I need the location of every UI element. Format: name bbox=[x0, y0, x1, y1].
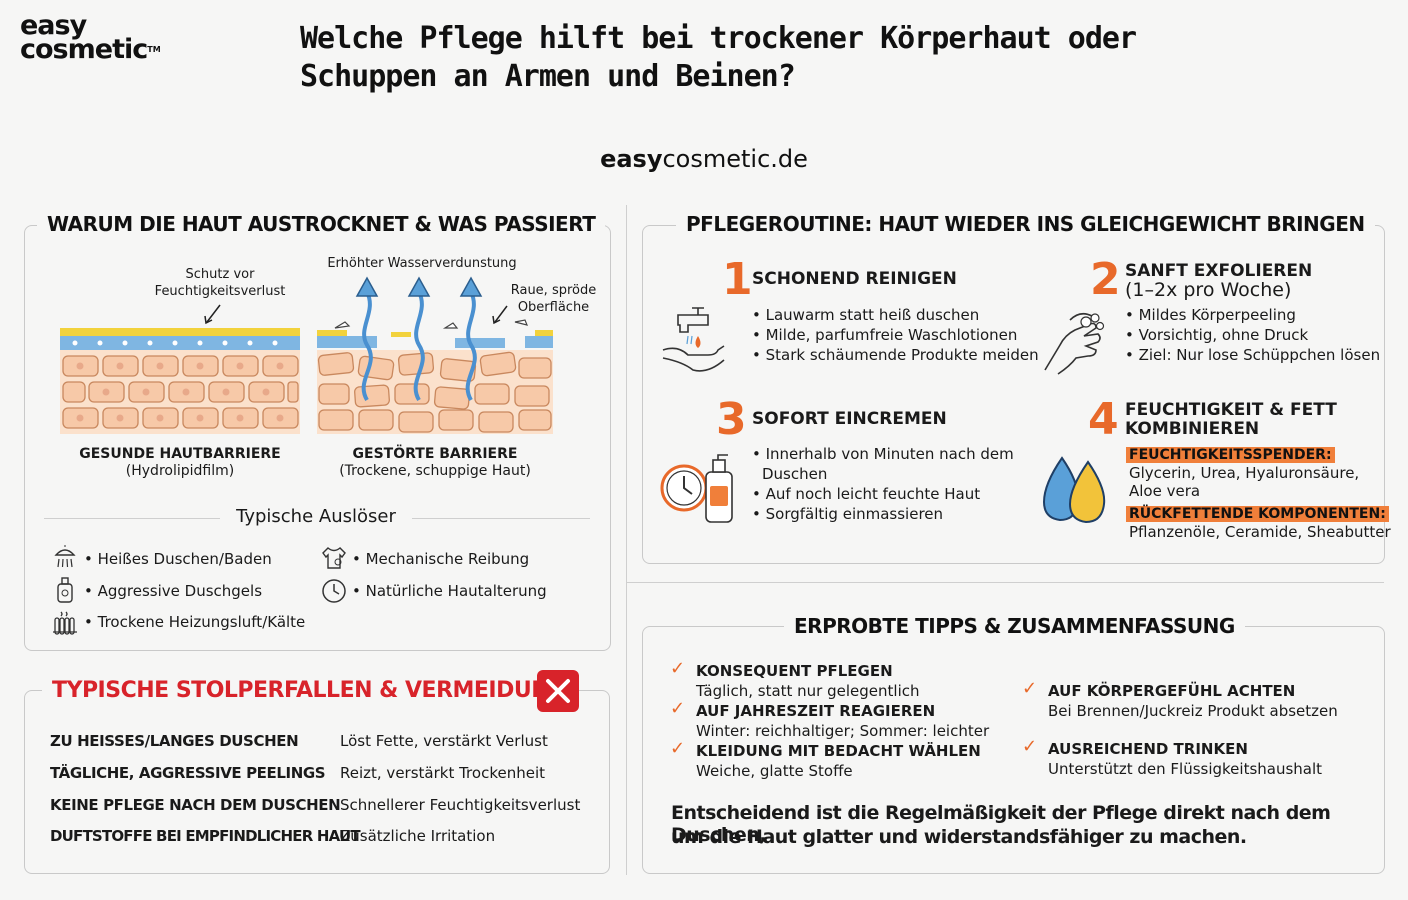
trigger-5: • Natürliche Hautalterung bbox=[352, 582, 547, 600]
step-1-item-1: • Lauwarm statt heiß duschen bbox=[752, 306, 980, 324]
step-4-text-2: Pflanzenöle, Ceramide, Sheabutter bbox=[1129, 523, 1391, 541]
tip-5-sub: Unterstützt den Flüssigkeitshaushalt bbox=[1048, 760, 1323, 778]
step-4-head2: KOMBINIEREN bbox=[1125, 419, 1260, 439]
step-3-number: 3 bbox=[716, 394, 747, 445]
tips-title: ERPROBTE TIPPS & ZUSAMMENFASSUNG bbox=[784, 614, 1245, 638]
pitfall-effect-2: Reizt, verstärkt Trockenheit bbox=[340, 764, 545, 782]
clock-lotion-icon bbox=[660, 454, 733, 523]
page-title: Welche Pflege hilft bei trockener Körper… bbox=[300, 21, 1137, 94]
trigger-1: • Heißes Duschen/Baden bbox=[84, 550, 272, 568]
trigger-2: • Aggressive Duschgels bbox=[84, 582, 263, 600]
tip-3-head: KLEIDUNG MIT BEDACHT WÄHLEN bbox=[696, 742, 981, 760]
tip-3-sub: Weiche, glatte Stoffe bbox=[696, 762, 853, 780]
damaged-skin bbox=[317, 276, 553, 434]
close-x-icon bbox=[537, 670, 579, 712]
brand-logo: easy cosmeticTM bbox=[20, 10, 161, 65]
check-icon: ✓ bbox=[1022, 678, 1038, 699]
pitfall-effect-4: Zusätzliche Irritation bbox=[340, 827, 496, 845]
tip-1-sub: Täglich, statt nur gelegentlich bbox=[696, 682, 920, 700]
tip-1-head: KONSEQUENT PFLEGEN bbox=[696, 662, 893, 680]
logo-line-1: easy bbox=[20, 10, 87, 41]
step-2-number: 2 bbox=[1090, 254, 1121, 305]
step-2-head: SANFT EXFOLIEREN bbox=[1125, 261, 1313, 281]
triggers-line-right bbox=[412, 518, 590, 519]
step-3-head: SOFORT EINCREMEN bbox=[752, 409, 947, 429]
shower-icon bbox=[54, 545, 76, 568]
pitfalls-panel bbox=[24, 690, 610, 874]
label-schutz: Schutz vor Feuchtigkeitsverlust bbox=[154, 267, 286, 299]
tip-4-head: AUF KÖRPERGEFÜHL ACHTEN bbox=[1048, 682, 1296, 700]
healthy-skin bbox=[60, 304, 300, 434]
step-1-number: 1 bbox=[722, 254, 753, 305]
triggers-title: Typische Auslöser bbox=[236, 506, 396, 527]
pitfall-effect-3: Schnellerer Feuchtigkeitsverlust bbox=[340, 796, 581, 814]
right-divider bbox=[626, 582, 1384, 583]
gel-bottle-icon bbox=[57, 577, 73, 603]
logo-line-2: cosmeticTM bbox=[20, 34, 161, 65]
step-1-item-3: • Stark schäumende Produkte meiden bbox=[752, 346, 1039, 364]
step-2-head2: (1–2x pro Woche) bbox=[1125, 279, 1292, 301]
step-4-number: 4 bbox=[1088, 394, 1119, 445]
causes-panel bbox=[24, 225, 611, 651]
center-divider bbox=[626, 205, 627, 875]
step-4-text-1: Glycerin, Urea, Hyaluronsäure, bbox=[1129, 464, 1360, 482]
pitfalls-title: TYPISCHE STOLPERFALLEN & VERMEIDUNG bbox=[42, 678, 573, 703]
radiator-icon bbox=[53, 611, 77, 635]
trigger-4: • Mechanische Reibung bbox=[352, 550, 530, 568]
tip-2-head: AUF JAHRESZEIT REAGIEREN bbox=[696, 702, 936, 720]
check-icon: ✓ bbox=[1022, 736, 1038, 757]
tip-5-head: AUSREICHEND TRINKEN bbox=[1048, 740, 1248, 758]
step-1-head: SCHONEND REINIGEN bbox=[752, 269, 957, 289]
clock-icon bbox=[322, 579, 346, 603]
damaged-sub: (Trockene, schuppige Haut) bbox=[339, 463, 531, 479]
pitfall-cause-1: ZU HEISSES/LANGES DUSCHEN bbox=[50, 732, 299, 750]
step-3-item-3: • Sorgfältig einmassieren bbox=[752, 505, 944, 523]
summary-line-1: Entscheidend ist die Regelmäßigkeit der … bbox=[671, 802, 1331, 846]
label-wasser: Erhöhter Wasserverdunstung bbox=[327, 256, 517, 271]
step-2-item-1: • Mildes Körperpeeling bbox=[1125, 306, 1296, 324]
shirt-icon bbox=[322, 547, 346, 569]
pitfall-cause-4: DUFTSTOFFE BEI EMPFINDLICHER HAUT bbox=[50, 827, 361, 845]
healthy-title: GESUNDE HAUTBARRIERE bbox=[79, 446, 281, 462]
skin-diagram bbox=[60, 276, 553, 434]
logo-tm: TM bbox=[147, 45, 161, 54]
causes-title: WARUM DIE HAUT AUSTROCKNET & WAS PASSIER… bbox=[37, 212, 606, 236]
tip-2-sub: Winter: reichhaltiger; Sommer: leichter bbox=[696, 722, 990, 740]
faucet-hand-icon bbox=[662, 307, 725, 372]
triggers-line-left bbox=[44, 518, 220, 519]
check-icon: ✓ bbox=[670, 658, 686, 679]
site-url: easycosmetic.de bbox=[600, 145, 808, 173]
tip-4-sub: Bei Brennen/Juckreiz Produkt absetzen bbox=[1048, 702, 1338, 720]
pitfall-effect-1: Löst Fette, verstärkt Verlust bbox=[340, 732, 548, 750]
step-3-item-1: • Innerhalb von Minuten nach dem bbox=[752, 445, 1014, 463]
pitfall-cause-3: KEINE PFLEGE NACH DEM DUSCHEN bbox=[50, 796, 341, 814]
check-icon: ✓ bbox=[670, 698, 686, 719]
summary-line-2: um die Haut glatter und widerstandsfähig… bbox=[671, 826, 1247, 848]
step-2-item-2: • Vorsichtig, ohne Druck bbox=[1125, 326, 1309, 344]
step-4-hl-2: RÜCKFETTENDE KOMPONENTEN: bbox=[1126, 503, 1389, 522]
exfoliate-hands-icon bbox=[1044, 312, 1105, 375]
damaged-title: GESTÖRTE BARRIERE bbox=[352, 446, 518, 462]
trigger-3: • Trockene Heizungsluft/Kälte bbox=[84, 613, 306, 631]
step-2-item-3: • Ziel: Nur lose Schüppchen lösen bbox=[1125, 346, 1381, 364]
step-1-item-2: • Milde, parfumfreie Waschlotionen bbox=[752, 326, 1018, 344]
step-3-item-1-cont: Duschen bbox=[762, 465, 828, 483]
routine-title: PFLEGEROUTINE: HAUT WIEDER INS GLEICHGEW… bbox=[676, 212, 1375, 236]
label-raue: Raue, spröde Oberfläche bbox=[510, 283, 597, 315]
check-icon: ✓ bbox=[670, 738, 686, 759]
step-3-item-2: • Auf noch leicht feuchte Haut bbox=[752, 485, 981, 503]
step-4-hl-1: FEUCHTIGKEITSSPENDER: bbox=[1126, 444, 1335, 463]
tips-panel bbox=[642, 626, 1385, 874]
pitfall-cause-2: TÄGLICHE, AGGRESSIVE PEELINGS bbox=[50, 764, 326, 782]
healthy-sub: (Hydrolipidfilm) bbox=[125, 463, 235, 479]
step-4-head: FEUCHTIGKEIT & FETT bbox=[1125, 400, 1337, 420]
step-4-text-1b: Aloe vera bbox=[1129, 482, 1201, 500]
drops-icon bbox=[1042, 456, 1106, 524]
